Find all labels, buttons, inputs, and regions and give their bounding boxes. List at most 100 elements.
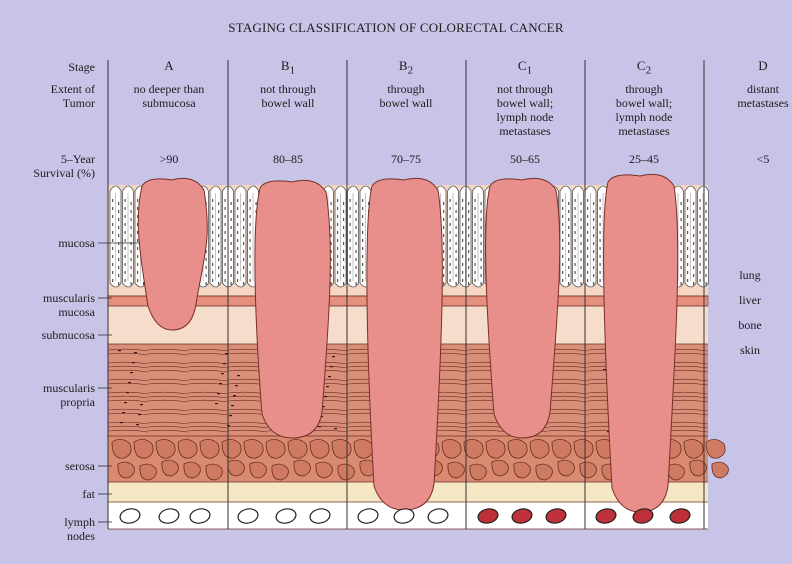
crypt-cell: [562, 231, 563, 234]
crypt-cell: [468, 282, 469, 285]
crypt-cell: [243, 202, 244, 205]
crypt-cell: [137, 239, 138, 242]
muscle-nucleus: [122, 412, 125, 413]
crypt-cell: [593, 266, 594, 269]
crypt-cell: [212, 263, 213, 266]
crypt-cell: [218, 242, 219, 245]
crypt-cell: [350, 271, 351, 274]
crypt-cell: [343, 202, 344, 205]
crypt-cell: [231, 210, 232, 213]
crypt-cell: [118, 242, 119, 245]
crypt-cell: [206, 266, 207, 269]
crypt-cell: [243, 242, 244, 245]
crypt-cell: [237, 231, 238, 234]
crypt-cell: [218, 202, 219, 205]
crypt-cell: [243, 258, 244, 261]
crypt-cell: [706, 266, 707, 269]
serosa-cell: [178, 439, 197, 458]
crypt-cell: [250, 271, 251, 274]
serosa-cell: [206, 464, 222, 480]
crypt-cell: [243, 282, 244, 285]
crypt-cell: [231, 274, 232, 277]
muscle-nucleus: [118, 350, 121, 351]
crypt-cell: [481, 226, 482, 229]
crypt-cell: [231, 250, 232, 253]
crypt-cell: [706, 258, 707, 261]
crypt-cell: [456, 258, 457, 261]
muscle-nucleus: [136, 424, 139, 425]
crypt-cell: [687, 279, 688, 282]
crypt-cell: [600, 263, 601, 266]
crypt-cell: [206, 274, 207, 277]
crypt-cell: [562, 223, 563, 226]
crypt-cell: [568, 242, 569, 245]
crypt-cell: [443, 210, 444, 213]
crypt-cell: [687, 271, 688, 274]
crypt-cell: [218, 258, 219, 261]
crypt-cell: [112, 279, 113, 282]
crypt-cell: [700, 255, 701, 258]
crypt-cell: [331, 218, 332, 221]
crypt-cell: [237, 247, 238, 250]
serosa-cell: [332, 439, 351, 458]
crypt-cell: [587, 247, 588, 250]
crypt-cell: [575, 279, 576, 282]
crypt-cell: [137, 279, 138, 282]
crypt-cell: [475, 231, 476, 234]
tumor-4: [486, 178, 560, 438]
crypt-cell: [693, 250, 694, 253]
crypt-cell: [350, 239, 351, 242]
crypt-cell: [481, 274, 482, 277]
crypt-cell: [243, 274, 244, 277]
crypt-cell: [462, 239, 463, 242]
crypt-cell: [443, 250, 444, 253]
crypt-cell: [118, 234, 119, 237]
serosa-cell: [536, 464, 552, 480]
crypt-cell: [600, 239, 601, 242]
crypt-cell: [118, 274, 119, 277]
crypt-cell: [237, 207, 238, 210]
crypt-cell: [587, 207, 588, 210]
crypt-cell: [593, 234, 594, 237]
crypt-cell: [568, 250, 569, 253]
muscle-nucleus: [140, 404, 143, 405]
crypt-cell: [575, 199, 576, 202]
crypt-cell: [343, 258, 344, 261]
crypt-cell: [443, 266, 444, 269]
crypt-cell: [450, 263, 451, 266]
crypt-cell: [118, 266, 119, 269]
crypt-cell: [225, 215, 226, 218]
crypt-cell: [250, 231, 251, 234]
crypt-cell: [462, 247, 463, 250]
crypt-cell: [562, 199, 563, 202]
crypt-cell: [600, 247, 601, 250]
serosa-cell: [272, 464, 288, 480]
crypt-cell: [462, 231, 463, 234]
crypt-cell: [356, 234, 357, 237]
crypt-cell: [362, 215, 363, 218]
crypt-cell: [337, 247, 338, 250]
crypt-cell: [468, 242, 469, 245]
crypt-cell: [562, 207, 563, 210]
crypt-cell: [687, 239, 688, 242]
crypt-cell: [575, 223, 576, 226]
crypt-cell: [687, 207, 688, 210]
crypt-cell: [581, 218, 582, 221]
crypt-cell: [337, 223, 338, 226]
serosa-cell: [574, 439, 593, 458]
serosa-cell: [492, 460, 508, 476]
crypt-cell: [462, 223, 463, 226]
serosa-cell: [514, 462, 530, 478]
serosa-cell: [266, 439, 285, 458]
crypt-cell: [443, 218, 444, 221]
crypt-cell: [356, 274, 357, 277]
crypt-cell: [568, 282, 569, 285]
crypt-cell: [450, 231, 451, 234]
crypt-cell: [475, 271, 476, 274]
crypt-cell: [681, 210, 682, 213]
muscle-nucleus: [134, 352, 137, 353]
crypt-cell: [456, 266, 457, 269]
crypt-cell: [137, 263, 138, 266]
serosa-cell: [112, 439, 131, 458]
serosa-cell: [470, 464, 486, 480]
